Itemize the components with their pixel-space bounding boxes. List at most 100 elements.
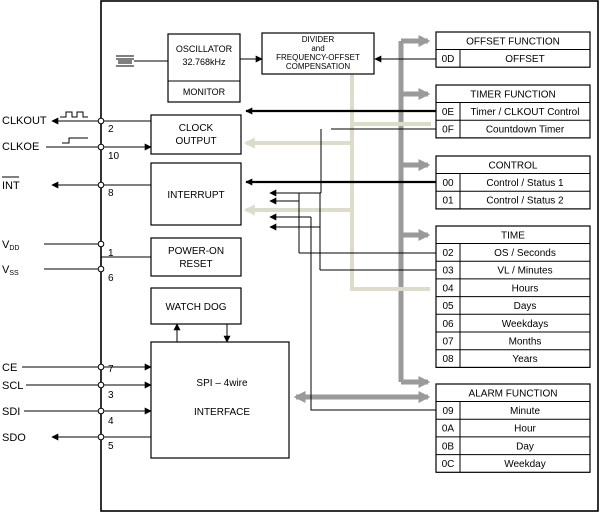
spi-block: SPI – 4wire INTERFACE	[150, 341, 290, 459]
spi-line2: INTERFACE	[194, 407, 250, 418]
register-group-alarm: ALARM FUNCTION 09 Minute 0A Hour 0B Day 0C Weekd…	[435, 383, 591, 473]
divider-line3: FREQUENCY-OFFSET	[276, 53, 360, 62]
data-bus	[293, 35, 431, 403]
register-name: Hour	[514, 424, 536, 435]
pin-number-vdd: 1	[108, 248, 114, 259]
pin-name-vdd: VDD	[2, 239, 19, 252]
pin-name-scl: SCL	[2, 380, 23, 392]
register-name: Weekday	[504, 459, 546, 470]
register-group-timer: TIMER FUNCTION 0E Timer / CLKOUT Control 0F…	[435, 84, 591, 139]
register-row: 09 Minute	[442, 406, 540, 417]
register-row: 0F Countdown Timer	[442, 125, 565, 136]
register-name: Days	[514, 301, 537, 312]
clock-output-line2: OUTPUT	[175, 136, 216, 147]
register-address: 05	[442, 301, 454, 312]
register-row: 0B Day	[442, 441, 534, 452]
pin-name-clkout: CLKOUT	[2, 115, 47, 127]
pin-number-sdi: 4	[108, 416, 114, 427]
register-address: 07	[442, 337, 454, 348]
register-name: Day	[516, 441, 534, 452]
power-on-reset-line1: POWER-ON	[168, 246, 224, 257]
pin-name-ce: CE	[2, 362, 17, 374]
register-address: 0A	[442, 424, 455, 435]
register-name: VL / Minutes	[497, 266, 552, 277]
register-row: 07 Months	[442, 337, 541, 348]
register-address: 08	[442, 354, 454, 365]
pin-number-clkoe: 10	[108, 151, 120, 162]
oscillator-title: OSCILLATOR	[176, 44, 233, 54]
register-row: 08 Years	[442, 354, 537, 365]
register-address: 0F	[442, 125, 454, 136]
watchdog-label: WATCH DOG	[165, 302, 226, 313]
pin-name-vss: VSS	[2, 264, 19, 277]
divider-line4: COMPENSATION	[286, 62, 351, 71]
register-row: 04 Hours	[442, 283, 538, 294]
register-row: 00 Control / Status 1	[442, 178, 564, 189]
divider-line1: DIVIDER	[302, 35, 335, 44]
pin-number-sdo: 5	[108, 441, 114, 452]
register-group-title: TIME	[501, 231, 525, 242]
register-address: 0E	[442, 107, 455, 118]
register-address: 09	[442, 406, 454, 417]
register-name: Minute	[510, 406, 540, 417]
register-address: 0C	[442, 459, 455, 470]
register-group-title: OFFSET FUNCTION	[466, 37, 560, 48]
register-name: Years	[512, 354, 537, 365]
pin-wires	[22, 111, 152, 441]
register-name: Timer / CLKOUT Control	[471, 107, 580, 118]
register-row: 05 Days	[442, 301, 536, 312]
register-row: 0C Weekday	[442, 459, 546, 470]
pin-number-int: 8	[108, 188, 114, 199]
register-row: 02 OS / Seconds	[442, 248, 555, 259]
register-address: 02	[442, 248, 454, 259]
oscillator-frequency: 32.768kHz	[182, 57, 226, 67]
register-address: 04	[442, 283, 454, 294]
register-group-title: TIMER FUNCTION	[470, 90, 556, 101]
pin-number-ce: 7	[108, 364, 114, 375]
register-name: Countdown Timer	[486, 125, 565, 136]
register-name: OS / Seconds	[494, 248, 556, 259]
register-address: 06	[442, 319, 454, 330]
divider-block: DIVIDER and FREQUENCY-OFFSET COMPENSATIO…	[261, 32, 375, 75]
pin-name-int: INT	[2, 180, 20, 192]
register-name: Months	[509, 337, 542, 348]
pin-name-sdi: SDI	[2, 406, 20, 418]
pin-name-clkoe: CLKOE	[2, 141, 39, 153]
control-lines	[173, 55, 437, 411]
watchdog-block: WATCH DOG	[150, 287, 242, 325]
power-on-reset-block: POWER-ON RESET	[150, 237, 242, 277]
register-address: 00	[442, 178, 454, 189]
register-row: 03 VL / Minutes	[442, 266, 552, 277]
pin-number-scl: 3	[108, 390, 114, 401]
monitor-label: MONITOR	[183, 87, 226, 97]
clock-output-block: CLOCK OUTPUT	[150, 114, 242, 155]
register-name: Control / Status 1	[486, 178, 564, 189]
interrupt-block: INTERRUPT	[150, 162, 242, 226]
register-name: Control / Status 2	[486, 196, 564, 207]
register-group-title: ALARM FUNCTION	[469, 389, 558, 400]
oscillator-block: OSCILLATOR 32.768kHz MONITOR	[167, 33, 241, 103]
register-name: OFFSET	[505, 54, 544, 65]
register-row: 0A Hour	[442, 424, 537, 435]
pin-number-clkout: 2	[108, 124, 114, 135]
register-address: 03	[442, 266, 454, 277]
register-row: 0E Timer / CLKOUT Control	[442, 107, 580, 118]
crystal-icon	[116, 55, 168, 67]
register-name: Hours	[512, 283, 539, 294]
clock-output-line1: CLOCK	[179, 123, 214, 134]
interrupt-label: INTERRUPT	[167, 190, 224, 201]
register-name: Weekdays	[502, 319, 549, 330]
pin-number-vss: 6	[108, 273, 114, 284]
register-row: 06 Weekdays	[442, 319, 548, 330]
power-on-reset-line2: RESET	[179, 259, 212, 270]
divider-line2: and	[311, 44, 324, 53]
register-address: 0B	[442, 441, 455, 452]
register-group-title: CONTROL	[489, 161, 538, 172]
